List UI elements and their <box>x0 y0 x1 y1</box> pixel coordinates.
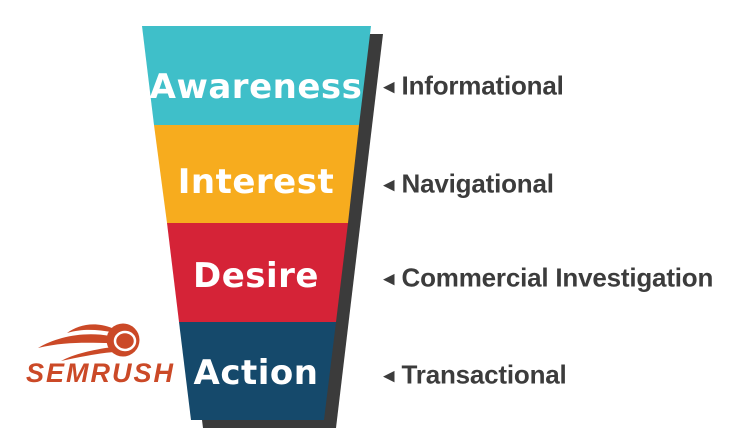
left-arrow-icon: ◀ <box>383 366 395 385</box>
semrush-logo: SEMRUSH <box>26 318 176 387</box>
semrush-wordmark: SEMRUSH <box>26 358 176 388</box>
stage-label-action: Action <box>193 353 319 393</box>
intent-label: Commercial Investigation <box>401 262 714 293</box>
stage-label-interest: Interest <box>177 162 335 202</box>
funnel-segment-desire <box>167 223 348 322</box>
funnel-segment-interest <box>154 125 359 223</box>
stage-label-desire: Desire <box>192 256 320 296</box>
intent-label: Navigational <box>401 168 554 199</box>
intent-row-navigational: ◀ Navigational <box>383 169 554 200</box>
intent-row-informational: ◀ Informational <box>383 71 564 102</box>
semrush-comet-icon <box>38 323 140 361</box>
intent-row-transactional: ◀ Transactional <box>383 360 567 391</box>
stage-label-awareness: Awareness <box>149 67 363 107</box>
funnel-segment-action <box>179 322 336 420</box>
left-arrow-icon: ◀ <box>383 77 395 96</box>
left-arrow-icon: ◀ <box>383 269 395 288</box>
intent-label: Informational <box>401 70 564 101</box>
funnel-segment-awareness <box>142 26 371 125</box>
intent-row-commercial-investigation: ◀ Commercial Investigation <box>383 263 713 294</box>
left-arrow-icon: ◀ <box>383 175 395 194</box>
intent-label: Transactional <box>401 359 567 390</box>
